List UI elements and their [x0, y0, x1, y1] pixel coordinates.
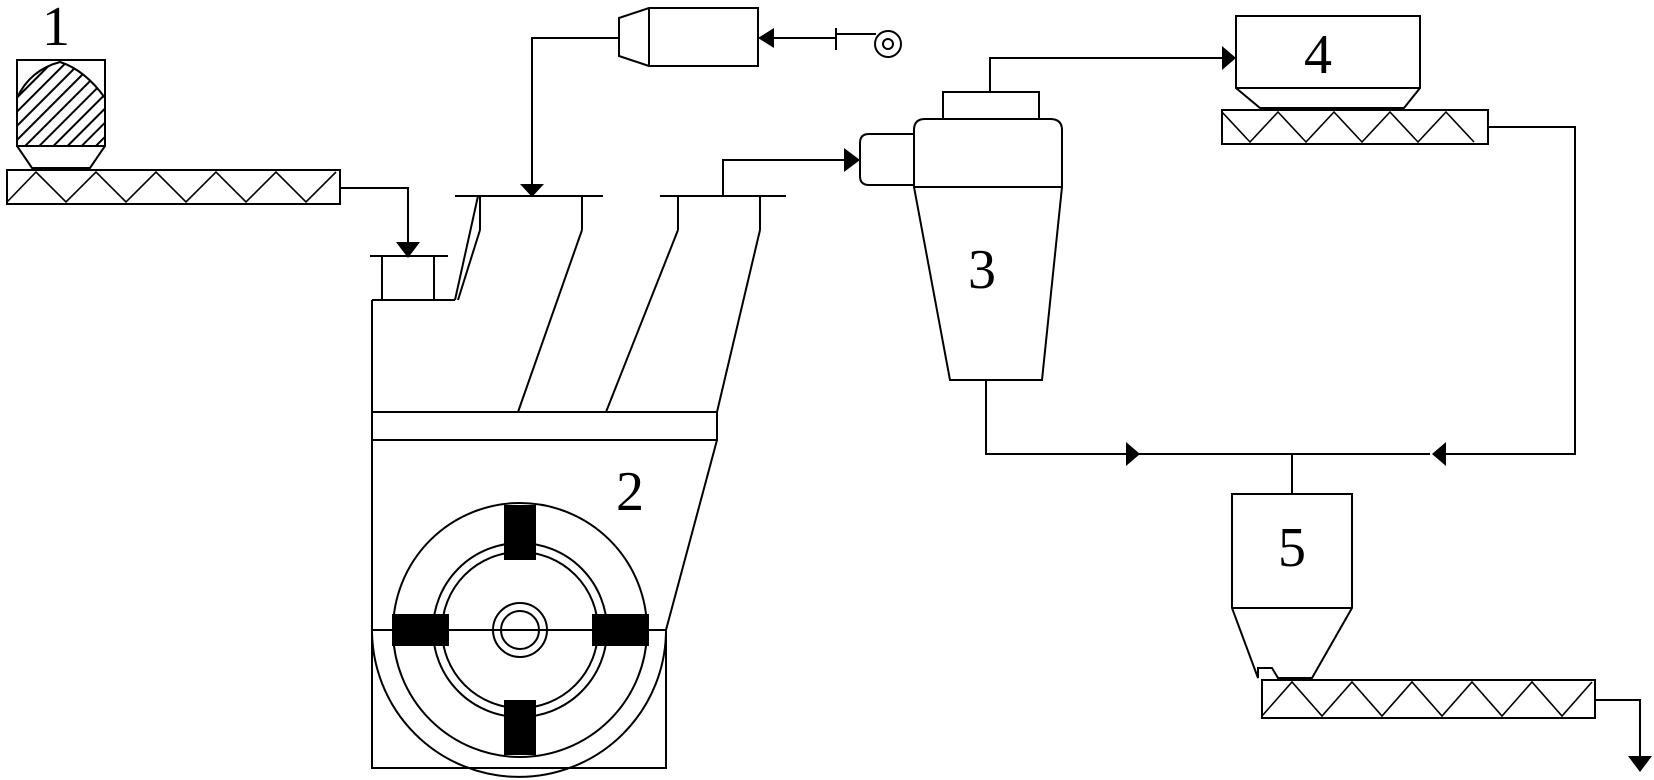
air-heater	[618, 7, 759, 67]
product-bin	[1231, 493, 1353, 679]
feed-line	[340, 187, 420, 258]
label-4: 4	[1304, 24, 1332, 86]
feed-screw-conveyor	[6, 169, 341, 205]
collector-screw-conveyor	[1221, 109, 1489, 145]
product-discharge-line	[1595, 699, 1652, 772]
product-screw-conveyor	[1261, 679, 1596, 719]
cyclone-to-collector-line	[989, 46, 1236, 92]
fan	[835, 28, 902, 58]
mill-lower-housing	[371, 411, 718, 778]
label-1: 1	[42, 0, 70, 58]
label-2: 2	[616, 461, 644, 523]
cyclone-underflow-line	[985, 380, 1430, 494]
label-5: 5	[1278, 517, 1306, 579]
mill-upper-housing	[371, 195, 786, 413]
mill-inlet-port	[370, 255, 448, 300]
feed-hopper	[16, 59, 106, 169]
dust-collector	[1235, 15, 1421, 109]
cyclone	[859, 91, 1063, 381]
air-line	[520, 28, 836, 197]
label-3: 3	[968, 239, 996, 301]
mill-to-cyclone-line	[722, 148, 860, 196]
collector-return-line	[1432, 126, 1576, 466]
